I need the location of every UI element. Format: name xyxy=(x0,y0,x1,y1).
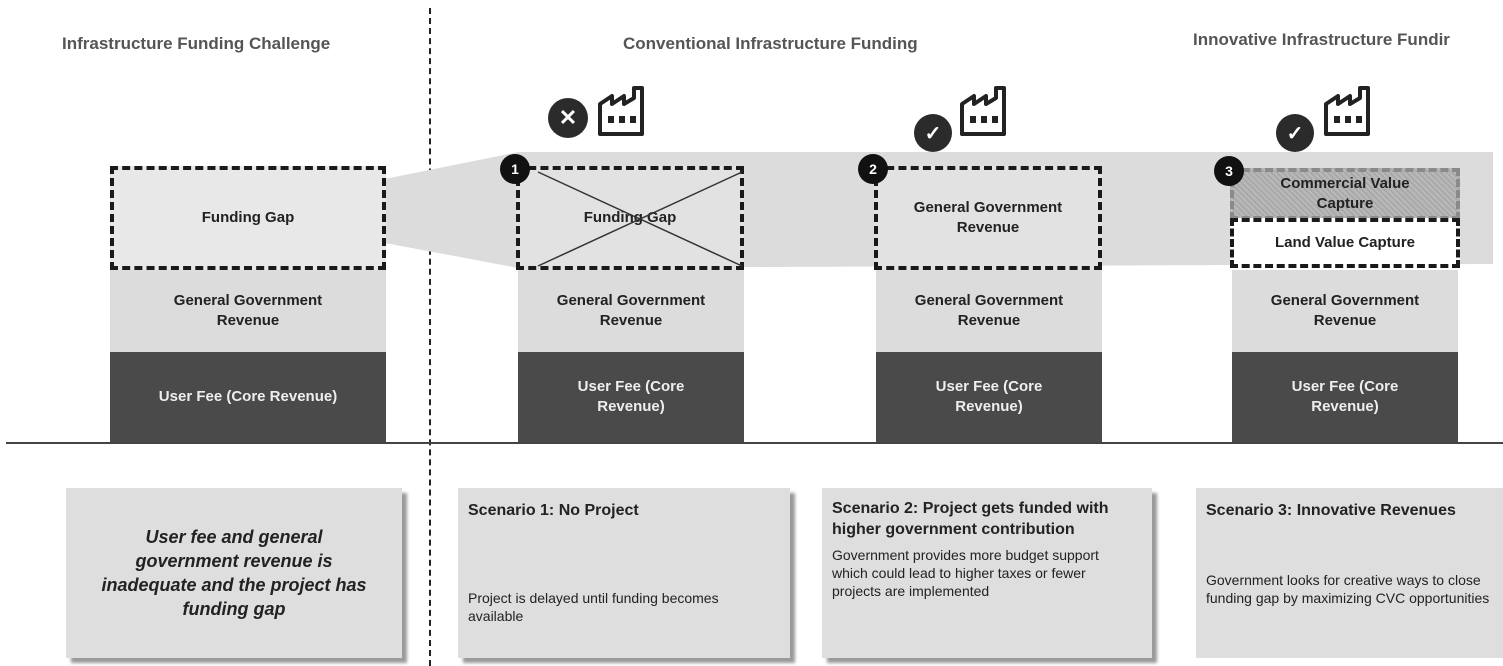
challenge-gov-revenue-block: General Government Revenue xyxy=(110,270,386,352)
scenario3-gov-label: General Government Revenue xyxy=(1270,292,1420,329)
challenge-gov-label: General Government Revenue xyxy=(173,292,323,329)
scenario2-gov-label: General Government Revenue xyxy=(914,292,1064,329)
scenario3-status-check-icon: ✓ xyxy=(1276,114,1314,152)
scenario2-card-title: Scenario 2: Project gets funded with hig… xyxy=(832,500,1109,538)
scenario2-status-check-icon: ✓ xyxy=(914,114,952,152)
scenario3-card: Scenario 3: Innovative Revenues Governme… xyxy=(1196,488,1503,658)
baseline-divider xyxy=(6,442,1503,444)
scenario1-card: Scenario 1: No Project Project is delaye… xyxy=(458,488,790,658)
scenario3-fee-label: User Fee (Core Revenue) xyxy=(1291,378,1399,415)
scenario3-card-title: Scenario 3: Innovative Revenues xyxy=(1206,502,1456,519)
scenario1-status-cross-icon: ✕ xyxy=(548,98,588,138)
scenario1-funding-gap-box: Funding Gap xyxy=(516,166,744,270)
scenario3-user-fee-block: User Fee (Core Revenue) xyxy=(1232,352,1458,442)
scenario1-fee-label: User Fee (Core Revenue) xyxy=(577,378,685,415)
scenario2-card: Scenario 2: Project gets funded with hig… xyxy=(822,488,1152,658)
scenario3-card-body: Government looks for creative ways to cl… xyxy=(1206,572,1490,606)
scenario2-gov-revenue-block: General Government Revenue xyxy=(876,270,1102,352)
scenario2-user-fee-block: User Fee (Core Revenue) xyxy=(876,352,1102,442)
challenge-gap-label: Funding Gap xyxy=(201,209,295,226)
heading-innovative: Innovative Infrastructure Fundir xyxy=(1193,30,1450,49)
scenario1-user-fee-block: User Fee (Core Revenue) xyxy=(518,352,744,442)
scenario3-cvc-label: Commercial Value Capture xyxy=(1280,175,1410,212)
scenario3-number-badge: 3 xyxy=(1214,156,1244,186)
scenario3-cvc-box: Commercial Value Capture xyxy=(1230,168,1460,220)
scenario1-cross-out xyxy=(537,171,743,267)
scenario3-factory-icon xyxy=(1324,86,1370,136)
scenario3-lvc-box: Land Value Capture xyxy=(1230,218,1460,268)
scenario1-card-body: Project is delayed until funding becomes… xyxy=(468,590,719,624)
challenge-user-fee-block: User Fee (Core Revenue) xyxy=(110,352,386,442)
scenario1-number-badge: 1 xyxy=(500,154,530,184)
scenario3-gov-revenue-block: General Government Revenue xyxy=(1232,270,1458,352)
scenario2-card-body: Government provides more budget support … xyxy=(832,547,1099,599)
scenario2-factory-icon xyxy=(960,86,1006,136)
section-divider xyxy=(429,8,431,666)
challenge-summary-card: User fee and general government revenue … xyxy=(66,488,402,658)
scenario2-fee-label: User Fee (Core Revenue) xyxy=(935,378,1043,415)
scenario2-number-badge: 2 xyxy=(858,154,888,184)
scenario1-factory-icon xyxy=(598,86,644,136)
scenario2-extra-label: General Government Revenue xyxy=(913,199,1063,236)
challenge-fee-label: User Fee (Core Revenue) xyxy=(158,388,338,405)
scenario1-card-title: Scenario 1: No Project xyxy=(468,502,639,519)
challenge-card-text: User fee and general government revenue … xyxy=(101,527,367,619)
scenario1-gov-revenue-block: General Government Revenue xyxy=(518,270,744,352)
heading-challenge: Infrastructure Funding Challenge xyxy=(62,34,331,53)
scenario2-extra-gov-box: General Government Revenue xyxy=(874,166,1102,270)
heading-conventional: Conventional Infrastructure Funding xyxy=(623,34,918,53)
challenge-funding-gap-box: Funding Gap xyxy=(110,166,386,270)
scenario3-lvc-label: Land Value Capture xyxy=(1274,234,1416,251)
scenario1-gov-label: General Government Revenue xyxy=(556,292,706,329)
